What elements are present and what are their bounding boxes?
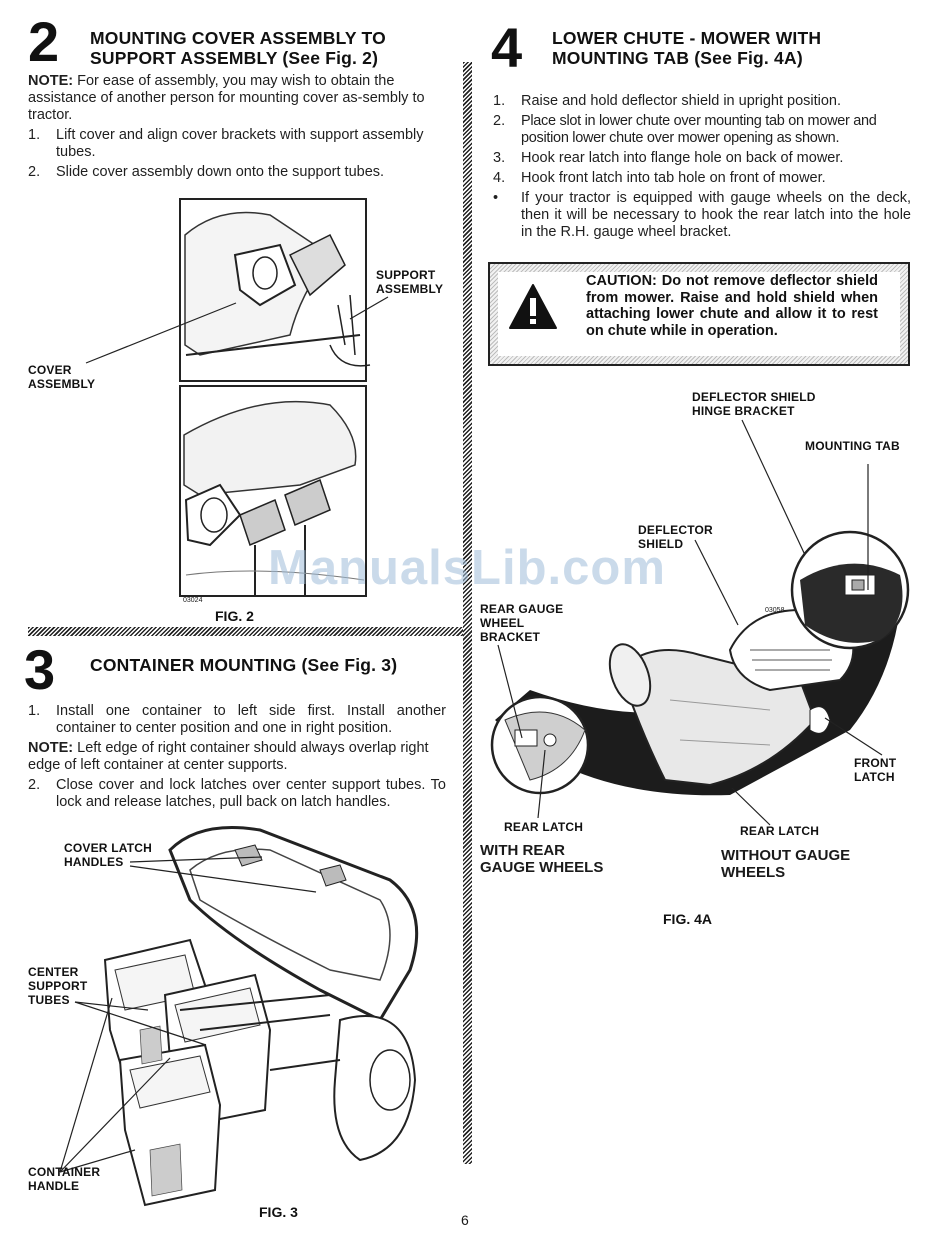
section-2-steps: 1. Lift cover and align cover brackets wi… (28, 127, 440, 181)
without-gauge-label: WITHOUT GAUGE WHEELS (721, 847, 851, 881)
list-item-num: 1. (28, 127, 41, 143)
list-item-text: Close cover and lock latches over center… (56, 777, 446, 810)
list-item-text: If your tractor is equipped with gauge w… (521, 190, 911, 240)
list-item-num: 1. (28, 703, 41, 719)
section-4-title-line1: LOWER CHUTE - MOWER WITH (552, 28, 822, 48)
list-item: 2. Place slot in lower chute over mountin… (493, 113, 911, 147)
section-4-title-line2: MOUNTING TAB (See Fig. 4A) (552, 48, 803, 68)
figure-3-illustration (59, 826, 419, 1207)
list-item-num: 1. (493, 93, 506, 109)
section-3-steps-a: 1. Install one container to left side fir… (28, 703, 446, 737)
list-item-num: 2. (28, 777, 41, 793)
watermark: ManualsLib.com (268, 541, 666, 595)
support-assembly-label: SUPPORT ASSEMBLY (376, 268, 444, 296)
with-rear-gauge-label: WITH REAR GAUGE WHEELS (480, 842, 604, 876)
note-text: For ease of assembly, you may wish to ob… (28, 73, 425, 123)
section-3-title: CONTAINER MOUNTING (See Fig. 3) (90, 655, 398, 675)
section-divider (28, 627, 464, 636)
list-item: 3. Hook rear latch into flange hole on ba… (493, 150, 911, 167)
section-2-note: NOTE: For ease of assembly, you may wish… (28, 73, 440, 124)
rear-gauge-bracket-label: REAR GAUGE WHEEL BRACKET (480, 602, 564, 644)
figure-4a-caption: FIG. 4A (663, 911, 713, 927)
list-item: 1. Install one container to left side fir… (28, 703, 446, 737)
note-label: NOTE: (28, 740, 74, 756)
list-item-text: Hook rear latch into flange hole on back… (521, 150, 844, 166)
list-item-text: Lift cover and align cover brackets with… (56, 127, 424, 160)
figure-3-caption: FIG. 3 (259, 1204, 298, 1220)
note-label: NOTE: (28, 73, 74, 89)
section-3-note: NOTE: Left edge of right container shoul… (28, 740, 446, 774)
mounting-tab-label: MOUNTING TAB (805, 439, 900, 453)
list-item-num: 3. (493, 150, 506, 166)
deflector-hinge-label: DEFLECTOR SHIELD HINGE BRACKET (692, 390, 816, 418)
list-item: 2. Close cover and lock latches over cent… (28, 777, 446, 811)
list-item: 2. Slide cover assembly down onto the sup… (28, 164, 440, 181)
list-item: • If your tractor is equipped with gauge … (493, 190, 911, 241)
list-item-num: 2. (28, 164, 41, 180)
caution-inner (498, 272, 900, 356)
container-handle-label: CONTAINER HANDLE (28, 1165, 101, 1193)
figure-2-caption: FIG. 2 (215, 608, 254, 624)
list-item-text: Place slot in lower chute over mounting … (521, 113, 877, 146)
list-item-text: Hook front latch into tab hole on front … (521, 170, 826, 186)
section-4-body: 1. Raise and hold deflector shield in upr… (493, 93, 911, 244)
caution-text: CAUTION: Do not remove deflector shield … (586, 273, 878, 339)
step-number-3: 3 (24, 638, 56, 701)
front-latch-label: FRONT LATCH (854, 756, 897, 784)
page-number: 6 (461, 1212, 469, 1228)
list-item-text: Raise and hold deflector shield in uprig… (521, 93, 842, 109)
list-item-text: Install one container to left side first… (56, 703, 446, 736)
section-4-title: LOWER CHUTE - MOWER WITH MOUNTING TAB (S… (552, 28, 912, 68)
step-number-2: 2 (28, 10, 60, 73)
step-number-4: 4 (491, 16, 523, 79)
section-2-title-line1: MOUNTING COVER ASSEMBLY TO (90, 28, 386, 48)
section-4-steps: 1. Raise and hold deflector shield in upr… (493, 93, 911, 241)
center-support-tubes-label: CENTER SUPPORT TUBES (28, 965, 88, 1007)
figure-2-illustration (85, 198, 389, 597)
rear-latch-right-label: REAR LATCH (740, 824, 820, 838)
figure-4a-code: 03058 (765, 607, 785, 614)
section-2-title: MOUNTING COVER ASSEMBLY TO SUPPORT ASSEM… (90, 28, 450, 68)
caution-box: CAUTION: Do not remove deflector shield … (488, 262, 910, 366)
list-item-num: • (493, 190, 499, 206)
figure-4a-illustration (490, 419, 910, 826)
list-item-text: Slide cover assembly down onto the suppo… (56, 164, 385, 180)
column-divider (463, 62, 472, 1164)
section-2-title-line2: SUPPORT ASSEMBLY (See Fig. 2) (90, 48, 379, 68)
list-item-num: 2. (493, 113, 506, 129)
list-item-num: 4. (493, 170, 506, 186)
section-2-body: NOTE: For ease of assembly, you may wish… (28, 73, 440, 184)
cover-latch-handles-label: COVER LATCH HANDLES (64, 841, 152, 869)
cover-assembly-label: COVER ASSEMBLY (28, 363, 96, 391)
section-3-steps-b: 2. Close cover and lock latches over cent… (28, 777, 446, 811)
note-text: Left edge of right container should alwa… (28, 740, 429, 773)
figure-2-code: 03024 (183, 597, 203, 604)
section-3-body: 1. Install one container to left side fir… (28, 703, 446, 814)
list-item: 1. Lift cover and align cover brackets wi… (28, 127, 440, 161)
list-item: 1. Raise and hold deflector shield in upr… (493, 93, 911, 110)
warning-icon (509, 284, 557, 329)
rear-latch-left-label: REAR LATCH (504, 820, 584, 834)
deflector-shield-label: DEFLECTOR SHIELD (638, 523, 713, 551)
list-item: 4. Hook front latch into tab hole on fron… (493, 170, 911, 187)
